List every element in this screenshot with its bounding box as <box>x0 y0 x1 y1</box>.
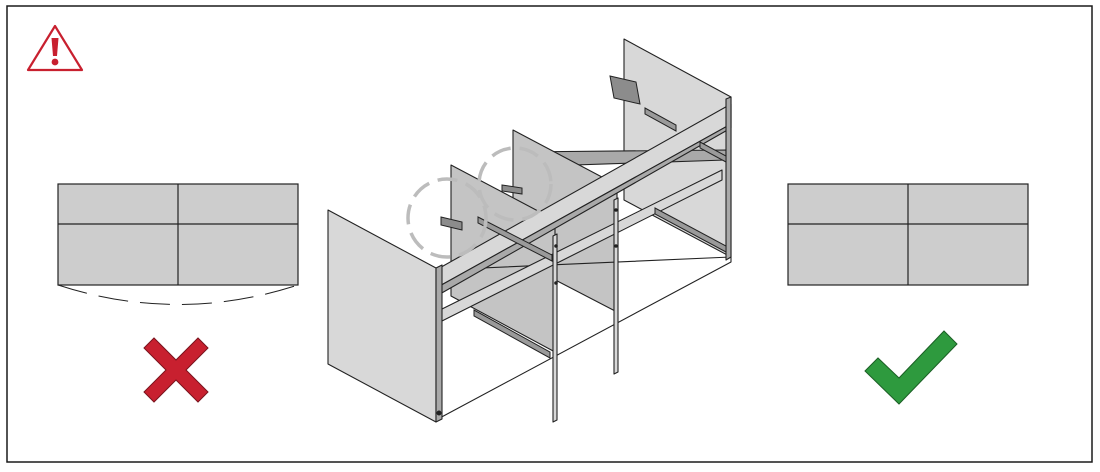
wrong-panel-example <box>57 183 299 305</box>
fixing-dot <box>614 208 618 212</box>
runner-lower-left <box>473 309 551 359</box>
runner-lower-right <box>654 207 727 253</box>
cross-mark-icon <box>143 337 209 403</box>
cabinet-carcass <box>327 38 732 423</box>
left-panel-front-edge <box>435 264 443 423</box>
divider-post-right <box>613 197 619 375</box>
hinge-right-panel <box>609 75 641 105</box>
hinge-brackets <box>440 75 641 231</box>
divider-post-left <box>552 233 558 423</box>
fixing-dot <box>554 281 558 285</box>
fixing-dot <box>436 410 442 416</box>
runner-mid-right <box>699 141 727 163</box>
highlight-circle-lower <box>406 177 488 259</box>
fixing-dot <box>554 244 558 248</box>
check-mark-icon <box>864 330 958 405</box>
correct-panel-example <box>787 183 1029 286</box>
fixing-points <box>436 208 618 416</box>
hinge-bracket-lower <box>440 216 463 231</box>
drawer-runners <box>473 107 727 359</box>
hinge-bracket-upper <box>501 184 523 195</box>
hinge-highlight-circles <box>406 146 553 259</box>
fixing-dot <box>614 244 618 248</box>
runner-upper-left <box>477 216 553 262</box>
sag-indicator-curve <box>57 284 299 305</box>
warning-triangle-icon <box>26 24 84 72</box>
highlight-circle-upper <box>477 146 553 222</box>
right-panel-front-edge <box>725 96 732 261</box>
runner-upper-right <box>644 107 677 132</box>
